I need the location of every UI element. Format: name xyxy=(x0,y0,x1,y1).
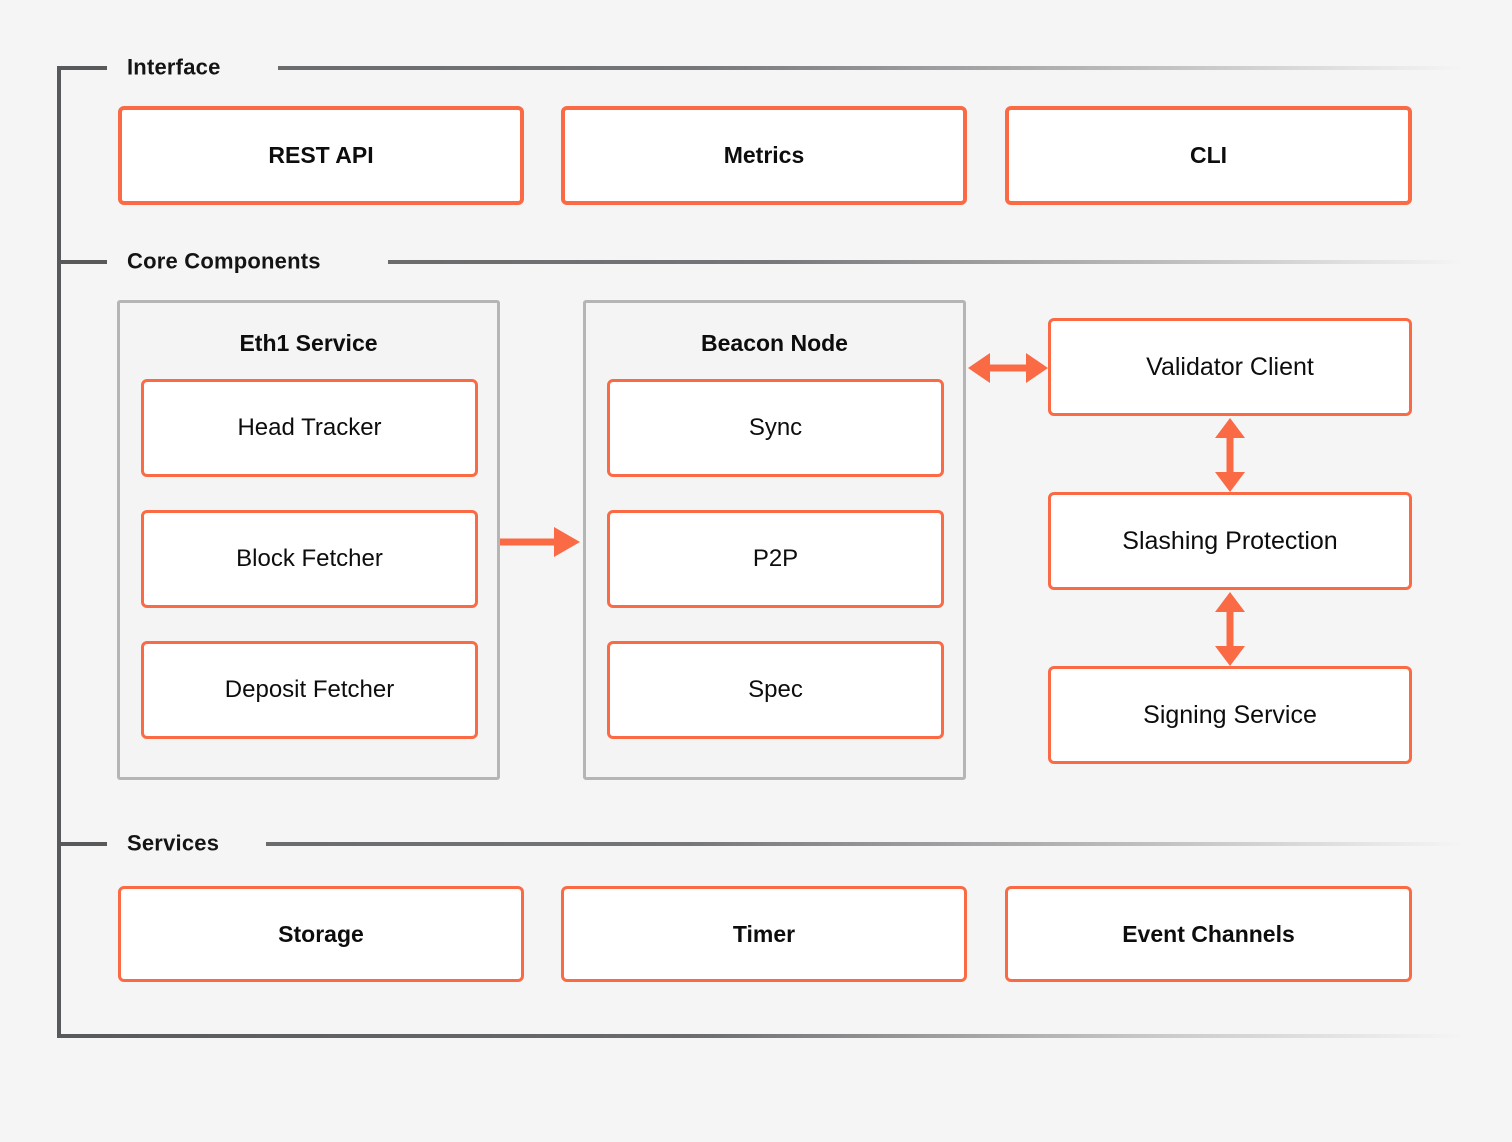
validator-box-validator-client-label: Validator Client xyxy=(1146,352,1314,381)
validator-box-signing-service-label: Signing Service xyxy=(1143,700,1317,729)
interface-box-cli-label: CLI xyxy=(1189,142,1228,168)
section-rule-interface xyxy=(278,66,1462,70)
validator-box-slashing-protection[interactable]: Slashing Protection xyxy=(1048,492,1412,590)
bracket-tick-services xyxy=(57,842,107,846)
connector-eth1-to-beacon-arrow xyxy=(500,527,580,557)
bracket-bottom-line xyxy=(57,1034,1462,1038)
validator-box-slashing-protection-label: Slashing Protection xyxy=(1122,526,1338,555)
services-box-event-channels-label: Event Channels xyxy=(1122,920,1295,947)
section-rule-services xyxy=(266,842,1462,846)
section-label-core-components: Core Components xyxy=(119,247,329,277)
connector-beacon-to-validator-arrow xyxy=(968,353,1048,383)
validator-box-signing-service[interactable]: Signing Service xyxy=(1048,666,1412,764)
eth1-item-head-tracker-label: Head Tracker xyxy=(237,414,382,441)
section-label-services: Services xyxy=(119,829,228,859)
services-box-event-channels[interactable]: Event Channels xyxy=(1005,886,1412,982)
interface-box-rest-api[interactable]: REST API xyxy=(118,106,524,205)
interface-box-cli[interactable]: CLI xyxy=(1005,106,1412,205)
bracket-vertical-line xyxy=(57,68,61,1038)
beacon-item-sync[interactable]: Sync xyxy=(607,379,944,477)
services-box-timer[interactable]: Timer xyxy=(561,886,967,982)
section-label-interface: Interface xyxy=(119,53,229,83)
services-box-storage-label: Storage xyxy=(278,920,364,947)
section-rule-core-components xyxy=(388,260,1462,264)
services-box-timer-label: Timer xyxy=(732,920,796,947)
group-beacon-node-title: Beacon Node xyxy=(701,330,848,356)
eth1-item-head-tracker[interactable]: Head Tracker xyxy=(141,379,478,477)
eth1-item-block-fetcher[interactable]: Block Fetcher xyxy=(141,510,478,608)
interface-box-rest-api-label: REST API xyxy=(268,142,374,168)
group-eth1-service-title: Eth1 Service xyxy=(239,330,378,356)
connector-validator-to-slashing-arrow xyxy=(1215,418,1245,492)
interface-box-metrics-label: Metrics xyxy=(723,142,805,168)
services-box-storage[interactable]: Storage xyxy=(118,886,524,982)
bracket-tick-core-components xyxy=(57,260,107,264)
validator-box-validator-client[interactable]: Validator Client xyxy=(1048,318,1412,416)
beacon-item-spec-label: Spec xyxy=(748,676,803,703)
interface-box-metrics[interactable]: Metrics xyxy=(561,106,967,205)
bracket-tick-interface xyxy=(57,66,107,70)
beacon-item-spec[interactable]: Spec xyxy=(607,641,944,739)
beacon-item-p2p-label: P2P xyxy=(752,545,799,572)
eth1-item-deposit-fetcher[interactable]: Deposit Fetcher xyxy=(141,641,478,739)
eth1-item-block-fetcher-label: Block Fetcher xyxy=(236,545,383,572)
beacon-item-p2p[interactable]: P2P xyxy=(607,510,944,608)
beacon-item-sync-label: Sync xyxy=(748,414,803,441)
connector-slashing-to-signing-arrow xyxy=(1215,592,1245,666)
eth1-item-deposit-fetcher-label: Deposit Fetcher xyxy=(224,676,395,703)
